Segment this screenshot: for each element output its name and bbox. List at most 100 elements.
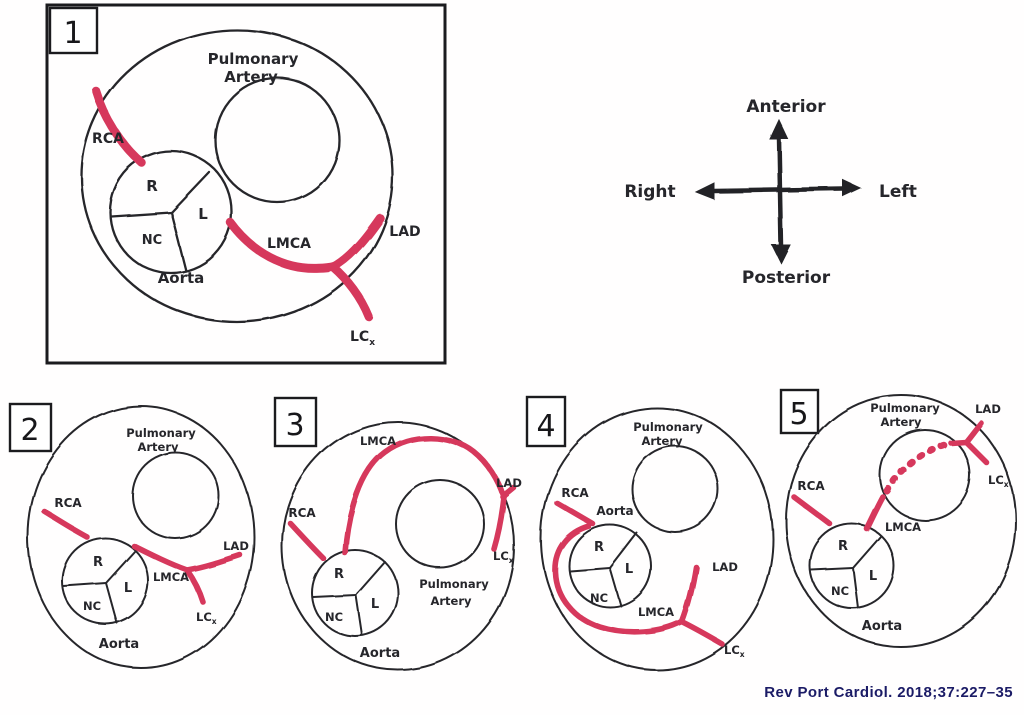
cusp-divider — [169, 170, 211, 214]
cusp-nc-label: NC — [83, 599, 101, 613]
cusp-l-label: L — [869, 569, 877, 584]
pulmonary-artery-label: Artery — [430, 594, 472, 608]
lad-artery — [963, 420, 984, 445]
heart-outline — [281, 421, 515, 671]
panel-number-box — [779, 388, 820, 435]
cusp-nc-label: NC — [325, 610, 343, 624]
heart-outline — [785, 394, 1017, 648]
cusp-divider — [852, 535, 882, 569]
panel-5: 5 Pulmonary Artery RCA LMCA R L NC Aorta… — [779, 388, 1017, 648]
lmca-artery — [342, 435, 507, 556]
lcx-label: LCx — [493, 549, 514, 565]
cusp-l-label: L — [625, 562, 633, 577]
lcx-label: LCx — [196, 610, 217, 626]
panel-frame — [45, 3, 447, 365]
lmca-artery — [552, 523, 685, 636]
lcx-artery — [328, 262, 374, 322]
aorta-circle — [61, 537, 149, 625]
pulmonary-artery-label: Artery — [641, 434, 683, 448]
aorta-circle — [311, 549, 399, 637]
aorta-circle — [108, 149, 234, 275]
lad-label: LAD — [496, 476, 522, 490]
cusp-divider — [312, 594, 357, 598]
aorta-label: Aorta — [158, 269, 205, 287]
cusp-l-label: L — [124, 581, 132, 596]
lcx-artery — [963, 439, 990, 466]
lmca-label: LMCA — [153, 570, 189, 584]
panel-number: 5 — [789, 397, 808, 432]
rca-artery — [554, 500, 596, 527]
lmca-label: LMCA — [360, 434, 396, 448]
lcx-artery — [491, 494, 507, 552]
lad-artery — [328, 213, 385, 272]
cusp-divider — [105, 550, 136, 584]
cusp-l-label: L — [371, 597, 379, 612]
cusp-divider — [169, 210, 188, 273]
lmca-artery — [131, 543, 190, 573]
cusp-r-label: R — [334, 567, 344, 582]
pulmonary-artery-label: Artery — [880, 415, 922, 429]
arrowhead-left-icon — [694, 182, 715, 200]
rca-artery — [791, 494, 833, 527]
lad-artery — [679, 564, 699, 625]
pulmonary-artery-label: Pulmonary — [633, 420, 703, 434]
compass-posterior-label: Posterior — [742, 268, 831, 288]
panel-4: 4 Pulmonary Artery RCA Aorta R L NC LMCA… — [525, 395, 774, 671]
pulmonary-artery-label: Pulmonary — [870, 401, 940, 415]
cusp-r-label: R — [594, 540, 604, 555]
rca-artery — [42, 509, 90, 540]
lad-artery — [184, 552, 243, 573]
orientation-compass: Anterior Posterior Right Left — [624, 97, 917, 288]
compass-left-label: Left — [879, 182, 917, 202]
lcx-label: LCx — [988, 473, 1009, 489]
lad-label: LAD — [389, 224, 420, 240]
lmca-label: LMCA — [885, 520, 921, 534]
compass-right-label: Right — [624, 182, 675, 202]
lmca-label: LMCA — [638, 605, 674, 619]
pulmonary-artery-circle — [213, 76, 341, 204]
panel-2: 2 Pulmonary Artery RCA R L NC Aorta LMCA… — [8, 402, 255, 669]
lmca-label: LMCA — [267, 236, 311, 252]
aorta-circle — [809, 523, 895, 609]
panel-number-box — [525, 395, 567, 448]
panel-3: 3 LMCA RCA R L NC Aorta Pulmonary Artery… — [273, 396, 522, 671]
lad-label: LAD — [223, 539, 249, 553]
cusp-r-label: R — [146, 177, 158, 195]
cusp-nc-label: NC — [831, 584, 849, 598]
cusp-divider — [355, 561, 386, 596]
cusp-divider — [569, 567, 611, 572]
panel-number: 1 — [63, 16, 82, 51]
cusp-nc-label: NC — [590, 591, 608, 605]
pulmonary-artery-circle — [879, 429, 971, 521]
heart-outline — [79, 28, 395, 324]
rca-label: RCA — [561, 486, 589, 500]
rca-label: RCA — [54, 496, 82, 510]
cusp-divider — [609, 567, 622, 607]
pulmonary-artery-label: Pulmonary — [126, 426, 196, 440]
pulmonary-artery-label: Pulmonary — [419, 577, 489, 591]
panel-number-box — [48, 6, 99, 55]
cusp-divider — [105, 582, 118, 624]
cusp-nc-label: NC — [142, 233, 162, 248]
cusp-r-label: R — [93, 555, 103, 570]
lmca-artery — [864, 494, 886, 532]
lad-label: LAD — [975, 402, 1001, 416]
cusp-divider — [109, 210, 173, 218]
arrowhead-right-icon — [842, 179, 862, 197]
cusp-divider — [609, 532, 638, 569]
lcx-label: LCx — [724, 643, 745, 659]
cusp-divider — [810, 567, 854, 571]
lcx-artery — [184, 567, 206, 605]
pulmonary-artery-label: Artery — [224, 68, 278, 86]
heart-outline — [540, 407, 774, 671]
cusp-divider — [852, 567, 859, 609]
panel-number: 3 — [285, 408, 304, 443]
rca-artery — [91, 86, 147, 168]
pulmonary-artery-circle — [395, 479, 485, 569]
compass-horizontal-axis — [711, 186, 846, 194]
aorta-label: Aorta — [99, 637, 139, 652]
arrowhead-down-icon — [771, 244, 791, 265]
aorta-label: Aorta — [596, 504, 633, 518]
